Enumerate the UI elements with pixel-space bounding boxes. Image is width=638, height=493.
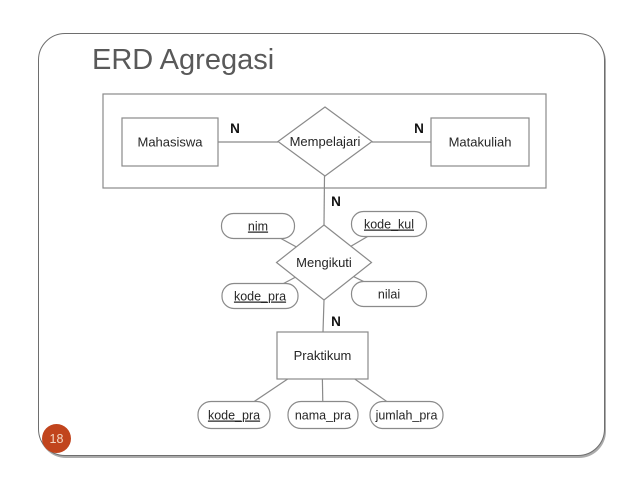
attribute-kode-pra-mengikuti-label: kode_pra xyxy=(234,290,286,304)
line-mengikuti-praktikum xyxy=(322,299,325,333)
attribute-kode-pra-praktikum-label: kode_pra xyxy=(208,409,260,423)
attribute-nilai-label: nilai xyxy=(378,288,400,302)
attribute-kode-pra-praktikum xyxy=(197,400,271,430)
attribute-nilai xyxy=(350,280,428,308)
attribute-jumlah-pra xyxy=(369,400,444,430)
entity-matakuliah-label: Matakuliah xyxy=(449,135,512,150)
attribute-nim xyxy=(220,212,296,240)
entity-praktikum xyxy=(276,331,369,380)
entity-matakuliah xyxy=(430,117,530,167)
entity-praktikum-label: Praktikum xyxy=(294,348,352,363)
relationship-mengikuti-label: Mengikuti xyxy=(296,255,352,270)
cardinality-mahasiswa-n: N xyxy=(230,121,240,136)
attribute-nama-pra xyxy=(287,400,359,430)
attribute-kode-pra-mengikuti xyxy=(221,282,299,310)
relationship-mempelajari-label: Mempelajari xyxy=(290,134,361,149)
line-aggregation-mengikuti xyxy=(323,175,326,226)
attribute-nama-pra-label: nama_pra xyxy=(295,409,351,423)
attribute-kode-kul xyxy=(350,210,428,238)
cardinality-praktikum-n: N xyxy=(331,314,341,329)
slide-title: ERD Agregasi xyxy=(92,44,275,76)
cardinality-aggregation-n: N xyxy=(331,194,341,209)
entity-mahasiswa xyxy=(121,117,219,167)
entity-mahasiswa-label: Mahasiswa xyxy=(137,135,203,150)
relationship-mempelajari xyxy=(276,106,374,177)
attribute-jumlah-pra-label: jumlah_pra xyxy=(375,409,438,423)
attribute-nim-label: nim xyxy=(248,220,268,234)
attribute-kode-kul-label: kode_kul xyxy=(364,218,414,232)
page-number-badge: 18 xyxy=(42,424,71,453)
page-number: 18 xyxy=(49,431,64,446)
relationship-mengikuti xyxy=(275,224,373,301)
cardinality-matakuliah-n: N xyxy=(414,121,424,136)
